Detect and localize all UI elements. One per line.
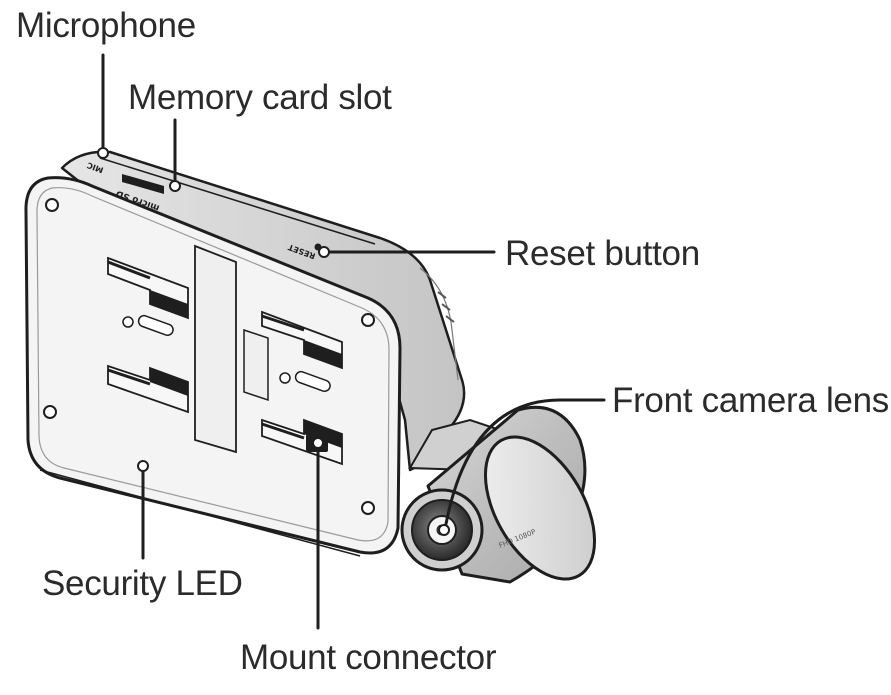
camera-barrel: FHD 1080P xyxy=(400,405,597,584)
callout-memory-card-slot: Memory card slot xyxy=(128,78,392,117)
leader-front-camera-lens xyxy=(444,398,606,526)
leader-lines xyxy=(97,53,606,630)
callout-microphone: Microphone xyxy=(16,6,196,45)
leader-dot-security-led xyxy=(137,460,149,472)
leader-dot-memory-card-slot xyxy=(169,180,181,192)
leader-dot-microphone xyxy=(97,147,109,159)
leader-dot-front-camera-lens xyxy=(438,524,450,536)
leader-dot-reset-button xyxy=(318,246,330,258)
leader-dot-mount-connector xyxy=(312,437,324,449)
callout-mount-connector: Mount connector xyxy=(240,638,497,677)
callout-security-led: Security LED xyxy=(42,564,243,603)
callout-reset-button: Reset button xyxy=(505,234,700,273)
mount-rails xyxy=(107,244,343,466)
callout-front-camera-lens: Front camera lens xyxy=(612,381,889,420)
